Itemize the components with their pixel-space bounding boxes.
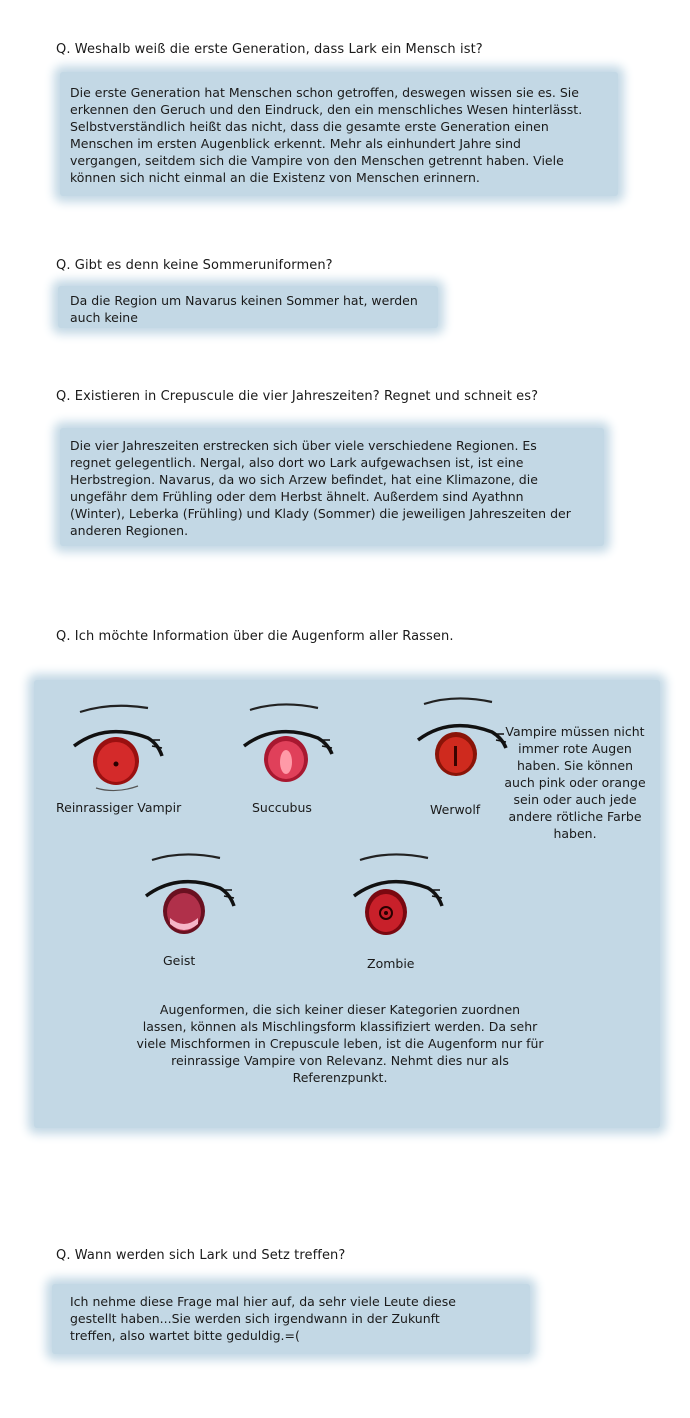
werewolf-eye-icon <box>416 697 508 776</box>
eye-chart-panel <box>34 680 660 1128</box>
answer-5: Ich nehme diese Frage mal hier auf, da s… <box>70 1293 456 1344</box>
eye-label-ghost: Geist <box>163 953 196 968</box>
footnote-line: reinrassige Vampire von Relevanz. Nehmt … <box>171 1053 509 1068</box>
answer-3: Die vier Jahreszeiten erstrecken sich üb… <box>70 437 571 539</box>
footnote-line: Augenformen, die sich keiner dieser Kate… <box>159 1002 521 1017</box>
answer-5-line: gestellt haben...Sie werden sich irgendw… <box>70 1311 440 1326</box>
footnote-line: lassen, können als Mischlingsform klassi… <box>142 1019 538 1034</box>
footnote-line: viele Mischformen in Crepuscule leben, i… <box>136 1036 544 1051</box>
side-note-line: Vampire müssen nicht <box>505 724 645 739</box>
answer-1-line: Die erste Generation hat Menschen schon … <box>70 85 579 100</box>
answer-2: Da die Region um Navarus keinen Sommer h… <box>70 292 418 326</box>
question-5: Q. Wann werden sich Lark und Setz treffe… <box>56 1248 346 1263</box>
question-2: Q. Gibt es denn keine Sommeruniformen? <box>56 258 333 273</box>
answer-box-5 <box>52 1284 530 1354</box>
eye-label-zombie: Zombie <box>367 956 415 971</box>
answer-1-line: Menschen im ersten Augenblick erkennt. M… <box>70 136 521 151</box>
answer-2-line: Da die Region um Navarus keinen Sommer h… <box>70 293 418 308</box>
answer-3-line: Die vier Jahreszeiten erstrecken sich üb… <box>70 438 537 453</box>
answer-1: Die erste Generation hat Menschen schon … <box>70 84 582 186</box>
answer-box-2 <box>58 286 438 328</box>
question-3: Q. Existieren in Crepuscule die vier Jah… <box>56 389 539 404</box>
answer-1-line: Selbstverständlich heißt das nicht, dass… <box>70 119 549 134</box>
answer-3-line: anderen Regionen. <box>70 523 189 538</box>
answer-1-line: vergangen, seitdem sich die Vampire von … <box>70 153 564 168</box>
answer-3-line: (Winter), Leberka (Frühling) und Klady (… <box>70 506 571 521</box>
ghost-eye-icon <box>144 853 236 934</box>
answer-2-line: auch keine <box>70 310 138 325</box>
answer-1-line: erkennen den Geruch und den Eindruck, de… <box>70 102 583 117</box>
eye-label-succubus: Succubus <box>252 800 312 815</box>
vampire-eye-icon <box>72 704 164 792</box>
side-note-line: haben. <box>553 826 597 841</box>
side-note-line: immer rote Augen <box>518 741 632 756</box>
answer-5-line: treffen, also wartet bitte geduldig.=( <box>70 1328 300 1343</box>
side-note-line: haben. Sie können <box>516 758 634 773</box>
eye-label-werewolf: Werwolf <box>430 802 481 817</box>
answer-3-line: Herbstregion. Navarus, da wo sich Arzew … <box>70 472 538 487</box>
footnote-line: Referenzpunkt. <box>292 1070 388 1085</box>
answer-3-line: ungefähr dem Frühling oder dem Herbst äh… <box>70 489 524 504</box>
side-note-line: auch pink oder orange <box>504 775 646 790</box>
answer-5-line: Ich nehme diese Frage mal hier auf, da s… <box>70 1294 456 1309</box>
answer-1-line: können sich nicht einmal an die Existenz… <box>70 170 480 185</box>
answer-box-3 <box>60 428 604 546</box>
side-note-line: sein oder auch jede <box>513 792 637 807</box>
zombie-eye-icon <box>352 853 444 935</box>
eye-label-vampire: Reinrassiger Vampir <box>56 800 182 815</box>
answer-box-1 <box>60 72 618 196</box>
side-note-line: andere rötliche Farbe <box>508 809 642 824</box>
answer-3-line: regnet gelegentlich. Nergal, also dort w… <box>70 455 524 470</box>
succubus-eye-icon <box>242 703 334 782</box>
eye-side-note: Vampire müssen nicht immer rote Augen ha… <box>490 723 660 842</box>
eye-footnote: Augenformen, die sich keiner dieser Kate… <box>112 1001 568 1086</box>
question-4: Q. Ich möchte Information über die Augen… <box>56 629 454 644</box>
question-1: Q. Weshalb weiß die erste Generation, da… <box>56 42 483 57</box>
